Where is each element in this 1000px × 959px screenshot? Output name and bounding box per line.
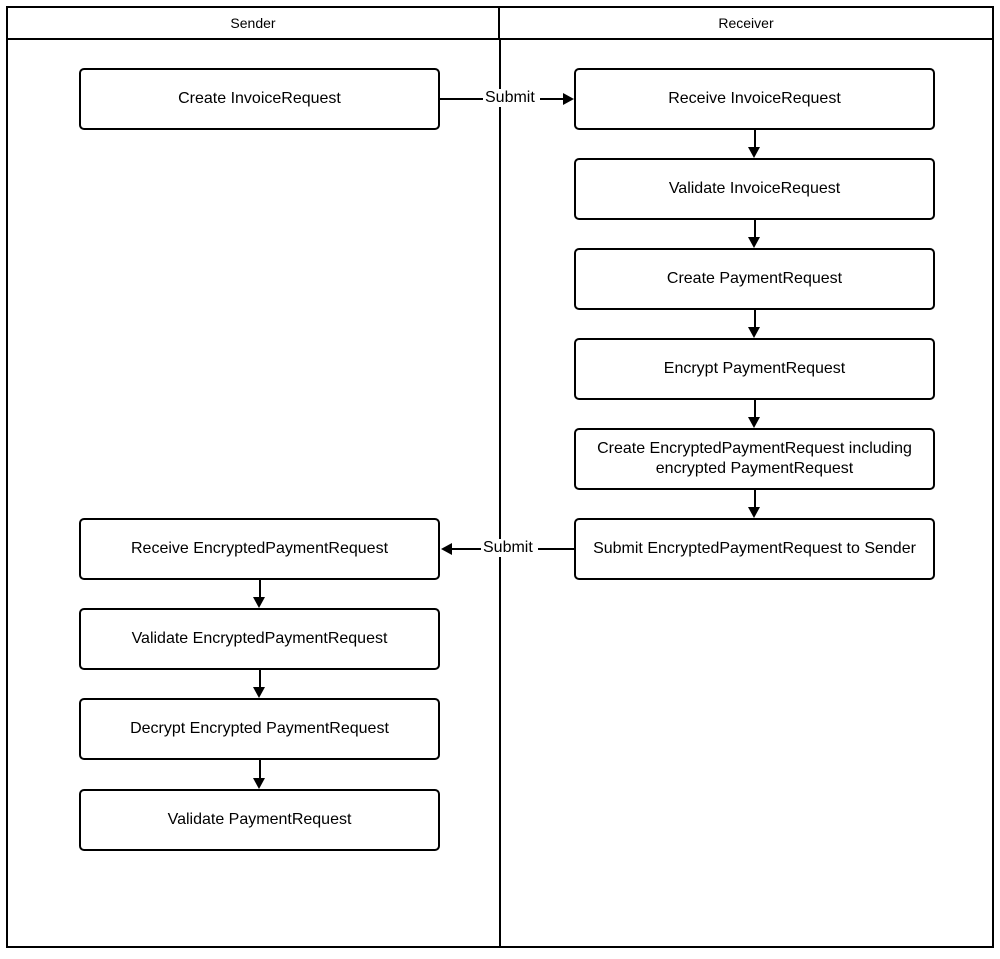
node-receive-invoicerequest[interactable]: Receive InvoiceRequest — [574, 68, 935, 130]
node-validate-invoicerequest[interactable]: Validate InvoiceRequest — [574, 158, 935, 220]
node-encrypt-paymentrequest-label: Encrypt PaymentRequest — [663, 360, 846, 377]
node-create-paymentrequest-label: Create PaymentRequest — [666, 270, 843, 287]
node-receive-encryptedpaymentrequest-label: Receive EncryptedPaymentRequest — [130, 540, 389, 557]
lane-header-sender-label: Sender — [230, 15, 276, 31]
connector-decrypt-to-validate-payment — [259, 760, 261, 778]
node-validate-invoicerequest-label: Validate InvoiceRequest — [668, 180, 841, 197]
connector-submit-to-sender-left-segment — [452, 548, 482, 550]
arrowhead-receive-to-validate-invoice — [748, 147, 760, 158]
arrowhead-submit-to-sender — [441, 543, 452, 555]
node-create-encryptedpaymentrequest-label-line2: encrypted PaymentRequest — [655, 460, 854, 477]
connector-submit-to-receiver-right-segment — [540, 98, 564, 100]
arrowhead-encrypt-payment-to-create-encrypted — [748, 417, 760, 428]
lane-divider — [499, 40, 501, 948]
arrowhead-decrypt-to-validate-payment — [253, 778, 265, 789]
node-receive-encryptedpaymentrequest[interactable]: Receive EncryptedPaymentRequest — [79, 518, 440, 580]
node-encrypt-paymentrequest[interactable]: Encrypt PaymentRequest — [574, 338, 935, 400]
connector-validate-invoice-to-create-payment — [754, 220, 756, 237]
node-submit-encryptedpaymentrequest-to-sender-label: Submit EncryptedPaymentRequest to Sender — [593, 540, 916, 557]
connector-create-payment-to-encrypt-payment — [754, 310, 756, 327]
lane-header-receiver: Receiver — [500, 8, 992, 38]
node-create-encryptedpaymentrequest[interactable]: Create EncryptedPaymentRequest including… — [574, 428, 935, 490]
connector-submit-to-receiver-left-segment — [440, 98, 483, 100]
lane-header-receiver-label: Receiver — [718, 15, 774, 31]
arrowhead-submit-to-receiver — [563, 93, 574, 105]
connector-submit-to-sender-right-segment — [538, 548, 574, 550]
node-create-paymentrequest[interactable]: Create PaymentRequest — [574, 248, 935, 310]
edge-label-submit-to-sender: Submit — [481, 539, 535, 557]
node-create-encryptedpaymentrequest-label-line1: Create EncryptedPaymentRequest including — [597, 440, 912, 457]
arrowhead-validate-encrypted-to-decrypt — [253, 687, 265, 698]
node-validate-encryptedpaymentrequest[interactable]: Validate EncryptedPaymentRequest — [79, 608, 440, 670]
connector-encrypt-payment-to-create-encrypted — [754, 400, 756, 417]
node-validate-encryptedpaymentrequest-label: Validate EncryptedPaymentRequest — [131, 630, 388, 647]
node-validate-paymentrequest[interactable]: Validate PaymentRequest — [79, 789, 440, 851]
lane-header-row: Sender Receiver — [8, 8, 992, 40]
lane-header-sender: Sender — [8, 8, 500, 38]
connector-receive-to-validate-invoice — [754, 130, 756, 147]
arrowhead-create-encrypted-to-submit-encrypted — [748, 507, 760, 518]
node-receive-invoicerequest-label: Receive InvoiceRequest — [668, 90, 841, 107]
node-decrypt-encrypted-paymentrequest[interactable]: Decrypt Encrypted PaymentRequest — [79, 698, 440, 760]
node-create-invoicerequest-label: Create InvoiceRequest — [178, 90, 341, 107]
node-decrypt-encrypted-paymentrequest-label: Decrypt Encrypted PaymentRequest — [130, 720, 389, 737]
connector-validate-encrypted-to-decrypt — [259, 670, 261, 687]
node-create-invoicerequest[interactable]: Create InvoiceRequest — [79, 68, 440, 130]
arrowhead-receive-encrypted-to-validate-encrypted — [253, 597, 265, 608]
arrowhead-validate-invoice-to-create-payment — [748, 237, 760, 248]
connector-receive-encrypted-to-validate-encrypted — [259, 580, 261, 597]
arrowhead-create-payment-to-encrypt-payment — [748, 327, 760, 338]
node-validate-paymentrequest-label: Validate PaymentRequest — [167, 811, 352, 828]
node-submit-encryptedpaymentrequest-to-sender[interactable]: Submit EncryptedPaymentRequest to Sender — [574, 518, 935, 580]
connector-create-encrypted-to-submit-encrypted — [754, 490, 756, 507]
edge-label-submit-to-receiver: Submit — [483, 89, 537, 107]
